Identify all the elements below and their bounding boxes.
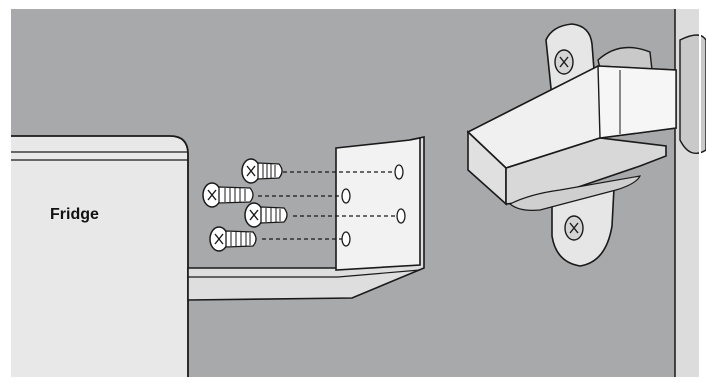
bracket-hole [342,232,350,246]
fridge-label: Fridge [50,206,99,223]
fridge-body [10,136,188,378]
bracket-hole [397,209,405,223]
bracket-hole [342,189,350,203]
bracket-hole [395,165,403,179]
